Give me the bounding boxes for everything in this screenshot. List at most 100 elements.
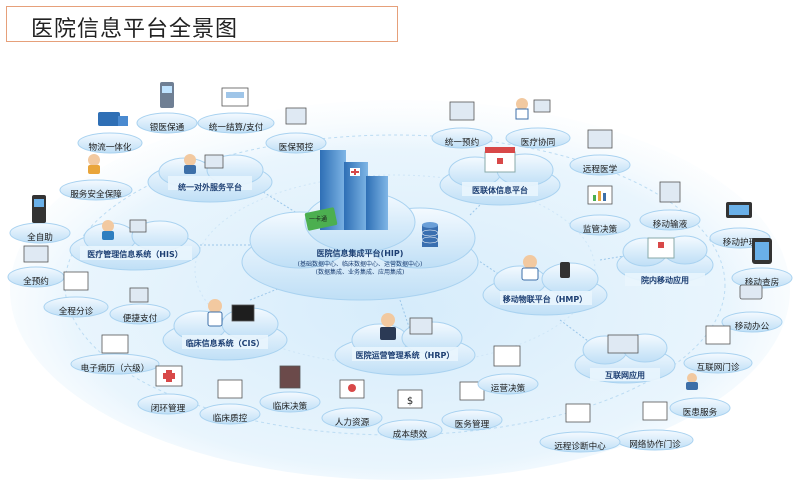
svg-text:移动输液: 移动输液 [653,218,688,230]
svg-text:服务安全保障: 服务安全保障 [70,188,122,200]
svg-text:临床质控: 临床质控 [213,412,248,424]
center-sub1: (基础数据中心、临床数据中心、运营数据中心) [298,260,423,268]
svg-text:便捷支付: 便捷支付 [123,312,158,324]
truck-icon [98,112,120,126]
hub-mobile[interactable]: 院内移动应用 [616,235,714,286]
infusion-icon [659,181,681,203]
monitor-icon [607,334,639,354]
node-infusion[interactable]: 移动输液 [639,181,701,231]
node-reserve[interactable]: 全预约 [7,245,65,288]
hub-mobile-label: 院内移动应用 [641,275,689,285]
node-online[interactable]: 互联网门诊 [683,325,753,374]
svg-text:移动办公: 移动办公 [735,320,770,332]
svg-text:全自助: 全自助 [27,231,53,243]
hub-hmp-label: 移动物联平台（HMP） [503,294,588,304]
center-hip-cloud[interactable]: 一卡通 医院信息集成平台(HIP) (基础数据中心、临床数据中心、运营数据中心)… [241,150,479,301]
svg-text:运营决策: 运营决策 [491,382,526,394]
hub-external-platform[interactable]: 统一对外服务平台 [147,154,273,203]
hub-hmp[interactable]: 移动物联平台（HMP） [482,255,608,316]
svg-text:成本绩效: 成本绩效 [393,428,428,440]
node-hr[interactable]: 人力资源 [321,379,383,429]
building-icon [705,325,731,345]
hub-hrp-label: 医院运营管理系统（HRP） [356,350,455,360]
hub-internet-label: 互联网应用 [605,370,645,380]
node-bank[interactable]: 银医保通 [136,82,198,134]
title-box: 医院信息平台全景图 [6,6,398,42]
svg-text:远程诊断中心: 远程诊断中心 [554,440,606,452]
svg-text:移动护理: 移动护理 [723,236,758,248]
node-security[interactable]: 服务安全保障 [59,154,133,201]
svg-text:互联网门诊: 互联网门诊 [697,361,740,373]
node-remote[interactable]: 远程医学 [569,129,631,176]
hub-alliance[interactable]: 医联体信息平台 [439,147,561,206]
phone-icon [739,284,763,300]
node-insurance[interactable]: 医保预控 [265,107,327,154]
monitor-icon [23,245,49,263]
video-monitor-icon [587,129,613,149]
hub-internet[interactable]: 互联网应用 [574,333,676,384]
doctor-avatar [208,299,222,313]
svg-text:物流一体化: 物流一体化 [89,141,132,153]
node-performance[interactable]: $ 成本绩效 [377,389,443,441]
hub-alliance-label: 医联体信息平台 [472,185,528,195]
svg-text:银医保通: 银医保通 [150,121,185,133]
hub-external-label: 统一对外服务平台 [178,182,242,192]
hub-hrp[interactable]: 医院运营管理系统（HRP） [334,313,476,376]
page-title: 医院信息平台全景图 [31,17,239,42]
node-opdecision[interactable]: 运营决策 [477,345,539,395]
monitor-icon [409,317,433,335]
node-appointment[interactable]: 统一预约 [431,101,493,149]
patient-avatar [687,373,697,383]
node-supervise[interactable]: 监管决策 [569,185,631,236]
node-decision-clinical[interactable]: 临床决策 [259,365,321,413]
hub-cis[interactable]: 临床信息系统（CIS） [162,299,288,361]
monitor-icon [449,101,475,121]
card-label: 一卡通 [309,215,327,223]
node-quality[interactable]: 临床质控 [199,379,261,425]
node-logistics[interactable]: 物流一体化 [77,112,143,154]
pos-icon [129,287,149,303]
orbit-ring-inner [194,174,596,366]
svg-text:人力资源: 人力资源 [335,416,370,428]
node-emr[interactable]: 电子病历（六级） [70,334,160,375]
monitor-icon [129,219,147,233]
svg-text:闭环管理: 闭环管理 [151,402,186,414]
node-selfservice[interactable]: 全自助 [9,195,71,244]
doctor-avatar [184,154,196,166]
nurse-avatar [523,255,537,269]
node-rounds[interactable]: 移动查房 [731,238,793,289]
node-cooperation[interactable]: 医疗协同 [505,98,571,149]
node-settle[interactable]: 统一结算/支付 [197,87,275,134]
monitor-icon [565,403,591,423]
svg-text:全预约: 全预约 [23,275,49,287]
svg-text:远程医学: 远程医学 [583,163,618,175]
node-payment[interactable]: 便捷支付 [109,287,171,325]
node-medmanage[interactable]: 医务管理 [441,381,503,431]
monitor-icon [204,154,224,169]
doctor-avatar [516,98,528,110]
node-fullprocess[interactable]: 全程分诊 [43,271,109,318]
hub-cis-label: 临床信息系统（CIS） [186,338,265,348]
svg-text:统一预约: 统一预约 [445,136,479,148]
svg-text:统一结算/支付: 统一结算/支付 [209,121,264,133]
node-patient[interactable]: 医患服务 [669,373,731,419]
node-loop[interactable]: 闭环管理 [137,365,199,415]
svg-text:网络协作门诊: 网络协作门诊 [629,438,681,450]
monitor-icon [217,379,243,399]
card-icon: 一卡通 [304,207,338,231]
svg-text:全程分诊: 全程分诊 [59,305,94,317]
laptop-icon [493,345,521,367]
node-network[interactable]: 网络协作门诊 [616,401,694,451]
svg-text:医疗协同: 医疗协同 [521,136,555,148]
hub-his[interactable]: 医疗管理信息系统（HIS） [69,219,201,271]
screen-icon [63,271,89,291]
node-office[interactable]: 移动办公 [721,284,783,333]
monitor-icon [642,401,668,421]
svg-text:医患服务: 医患服务 [683,406,718,418]
hub-his-label: 医疗管理信息系统（HIS） [87,249,182,259]
cabinet-icon [279,365,301,389]
node-diagnosis[interactable]: 远程诊断中心 [539,403,621,453]
svg-text:监管决策: 监管决策 [583,223,618,235]
worker-avatar [88,154,100,166]
